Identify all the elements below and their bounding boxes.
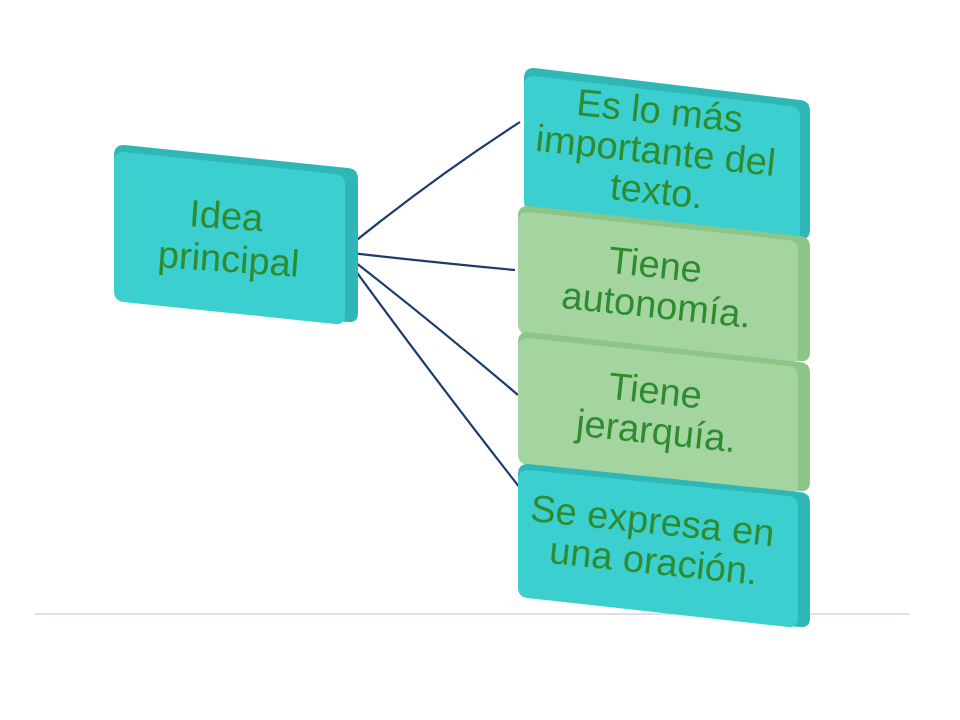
root-node-box	[114, 152, 345, 325]
root-node-label: Idea principal	[157, 191, 304, 286]
child-node-4: Se expresa en una oración.	[518, 464, 810, 628]
child-2-line-1: Tiene	[606, 240, 704, 292]
child-node-3-box	[518, 338, 798, 494]
child-node-3: Tiene jerarquía.	[518, 332, 810, 494]
root-node: Idea principal	[114, 145, 358, 325]
root-line-1: Idea	[188, 193, 266, 240]
connector-1	[341, 121, 521, 253]
connectors	[341, 121, 521, 489]
connector-4	[341, 251, 521, 489]
root-line-2: principal	[157, 234, 301, 286]
child-node-2-box	[518, 212, 798, 364]
connector-3	[341, 251, 519, 396]
child-1-line-3: texto.	[608, 166, 705, 217]
child-node-2: Tiene autonomía.	[518, 206, 810, 364]
connector-2	[341, 250, 516, 272]
child-3-line-1: Tiene	[606, 366, 704, 418]
child-node-1: Es lo más importante del texto.	[524, 68, 810, 242]
child-node-4-box	[518, 470, 798, 628]
child-node-1-box	[524, 76, 800, 242]
